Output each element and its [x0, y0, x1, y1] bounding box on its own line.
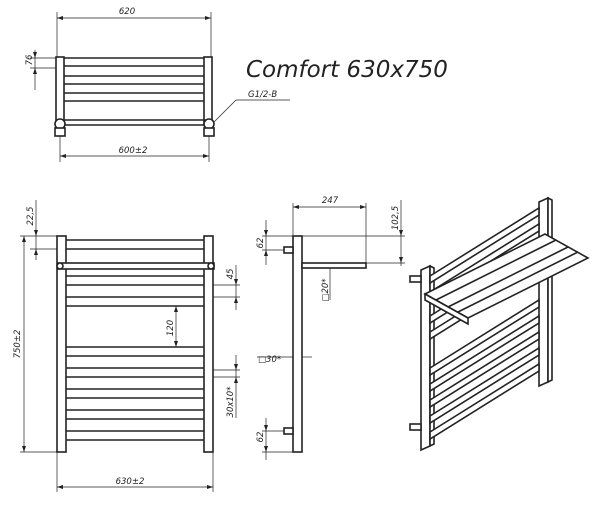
front-view: 750±2 22,5 45 120 30x10* 630±2 — [13, 200, 240, 492]
side-shelf-bar-dim: □20* — [321, 278, 331, 301]
side-shelf-height-dim: 102,5 — [391, 206, 401, 230]
product-title: Comfort 630x750 — [246, 57, 448, 83]
side-post-section-dim: □30* — [258, 355, 281, 365]
connection-label: G1/2-B — [248, 90, 277, 100]
top-center-dim: 600±2 — [119, 146, 148, 156]
isometric-view — [409, 196, 590, 452]
iso-bar — [429, 298, 540, 377]
iso-bar — [429, 330, 540, 409]
front-top-offset-dim: 22,5 — [26, 207, 36, 226]
side-shelf-depth-dim: 247 — [322, 196, 339, 206]
front-bar-section-dim: 30x10* — [226, 387, 236, 418]
top-width-dim: 620 — [119, 7, 135, 17]
front-height-dim: 750±2 — [13, 330, 23, 359]
iso-bar — [429, 362, 540, 441]
side-top-conn-dim: 62 — [256, 238, 266, 249]
front-bar-pitch-dim: 45 — [226, 269, 236, 280]
iso-bar — [429, 206, 540, 285]
side-view: 247 102,5 62 □20* □30* 62 — [256, 196, 405, 460]
top-depth-dim: 76 — [25, 54, 35, 65]
side-bottom-conn-dim: 62 — [256, 432, 266, 443]
front-width-dim: 630±2 — [116, 477, 145, 487]
iso-bar — [429, 346, 540, 425]
front-group-gap-dim: 120 — [166, 320, 176, 336]
top-view: 620 76 G1/2-B 600±2 — [25, 7, 290, 162]
iso-bar — [429, 314, 540, 393]
